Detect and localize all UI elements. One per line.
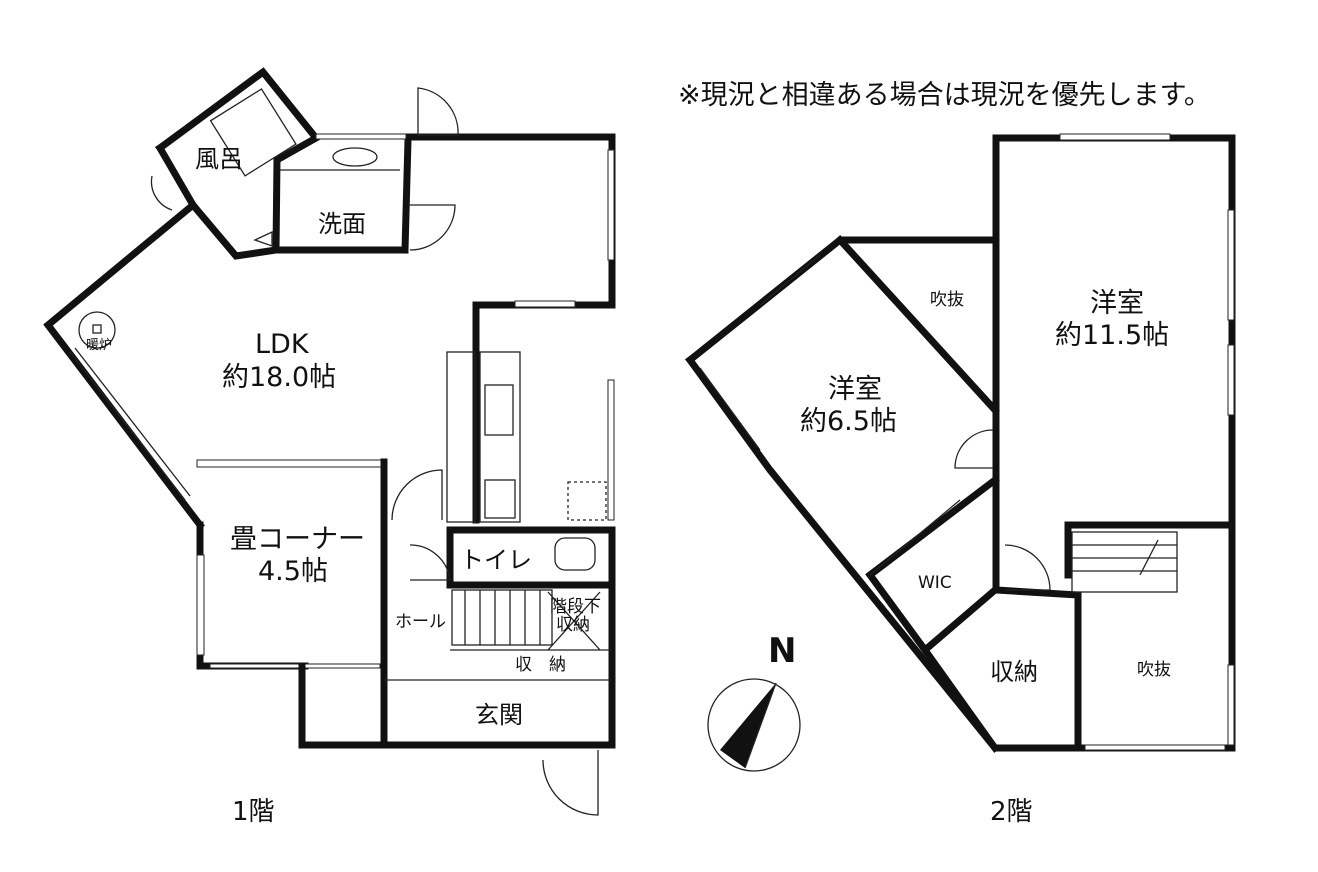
toilet-icon xyxy=(554,537,596,571)
staircase xyxy=(451,589,553,646)
ldk-walls xyxy=(43,87,616,530)
fireplace-label: 暖炉 xyxy=(86,338,112,353)
western-large-size-label: 約11.5帖 xyxy=(1055,320,1169,351)
floor1-plan: 暖炉 xyxy=(43,67,616,827)
staircase-upper xyxy=(1071,531,1178,593)
kitchen-sink-icon xyxy=(484,384,514,436)
ldk-size-label: 約18.0帖 xyxy=(222,362,336,393)
understair-storage-label: 収納 xyxy=(556,615,590,635)
western-small-size-label: 約6.5帖 xyxy=(800,406,897,437)
understair-label: 階段下 xyxy=(550,597,601,617)
tatami-room xyxy=(196,458,616,749)
floor1-label: 1階 xyxy=(232,797,275,827)
fireplace: 暖炉 xyxy=(78,311,116,353)
stove-icon xyxy=(484,479,516,519)
north-label: N xyxy=(768,631,796,671)
floor2-plan: 吹抜 洋室 約11.5帖 洋室 約6.5帖 WIC 収納 吹抜 2階 xyxy=(685,133,1236,827)
storage2-label: 収納 xyxy=(990,658,1038,686)
bath-room xyxy=(150,67,322,260)
compass: N xyxy=(707,631,801,772)
entrance-label: 玄関 xyxy=(475,701,523,729)
ldk-label: LDK xyxy=(255,329,310,360)
washroom xyxy=(253,133,456,254)
north-arrow-icon xyxy=(720,683,776,768)
sink-icon xyxy=(332,147,378,167)
notice-text: ※現況と相違ある場合は現況を優先します。 xyxy=(678,80,1211,111)
tatami-label: 畳コーナー xyxy=(230,524,365,555)
western-large-label: 洋室 xyxy=(1090,288,1144,319)
western-small-label: 洋室 xyxy=(828,374,882,405)
hall-label: ホール xyxy=(395,612,446,632)
bath-label: 風呂 xyxy=(195,145,243,173)
void-bottom-label: 吹抜 xyxy=(1137,660,1171,680)
washroom-label: 洗面 xyxy=(318,210,366,238)
storage-label: 収 納 xyxy=(515,655,566,675)
core-rooms xyxy=(384,469,616,816)
void-top-label: 吹抜 xyxy=(930,290,964,310)
toilet-label: トイレ xyxy=(460,546,532,574)
kitchen xyxy=(446,351,607,523)
wic-label: WIC xyxy=(918,573,952,593)
tatami-size-label: 4.5帖 xyxy=(258,556,328,587)
floor2-label: 2階 xyxy=(990,797,1033,827)
